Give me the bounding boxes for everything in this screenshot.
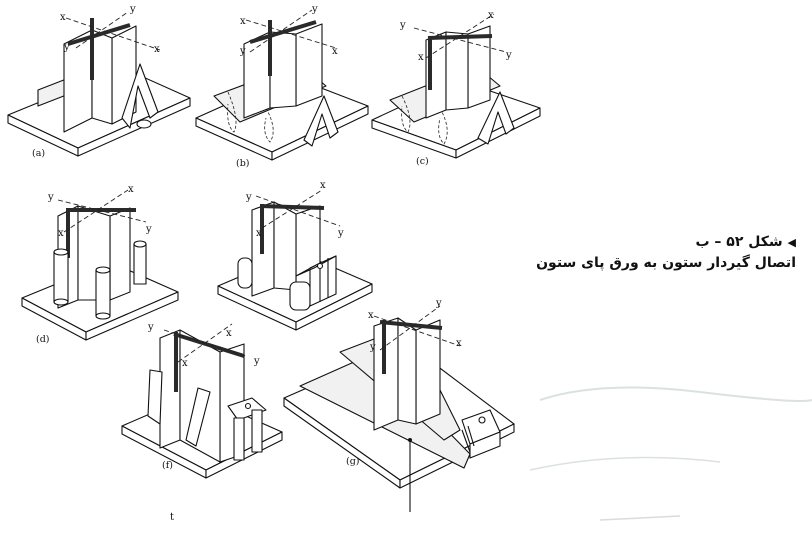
- panel-g-axis-y1: y: [435, 298, 442, 309]
- panel-b-axis-x2: x: [332, 46, 338, 57]
- panel-a-drawing: [7, 11, 191, 157]
- panel-d-axis-x2: x: [58, 228, 64, 239]
- panel-f-axis-y1: y: [147, 322, 154, 333]
- panel-c-axis-y1: y: [399, 20, 406, 31]
- panel-b-axis-y2: y: [239, 46, 246, 57]
- panel-b-axis-y1: y: [311, 4, 318, 15]
- figure-number-text: شکل ۵۲ – ب: [695, 234, 783, 250]
- panel-d-axis-x1: x: [128, 184, 134, 195]
- panel-e-axis-y1: y: [245, 192, 252, 203]
- panel-a-axis-x2: x: [154, 44, 160, 55]
- panel-g-axis-y2: y: [369, 342, 376, 353]
- panel-e-axis-x1: x: [320, 180, 326, 191]
- panel-e-axis-x2: x: [256, 228, 262, 239]
- panel-g-point: [408, 438, 412, 442]
- panel-f-drawing: [121, 323, 283, 479]
- panel-g-axis-x1: x: [368, 310, 374, 321]
- panel-c-axis-x1: x: [488, 10, 494, 21]
- panel-d-drawing: [21, 189, 179, 341]
- panel-f-axis-x2: x: [182, 358, 188, 369]
- figure-title: اتصال گیردار ستون به ورق پای ستون: [536, 255, 796, 271]
- panel-c-axis-x2: x: [418, 52, 424, 63]
- panel-a-label: (a): [32, 148, 45, 159]
- panel-a-axis-y2: y: [63, 42, 70, 53]
- panel-d-axis-y1: y: [47, 192, 54, 203]
- panel-d-label: (d): [36, 334, 50, 345]
- panel-f-axis-y2: y: [253, 356, 260, 367]
- panel-b-axis-x1: x: [240, 16, 246, 27]
- panel-g-label: (g): [346, 456, 360, 467]
- panel-c-drawing: [371, 13, 541, 159]
- panel-c-axis-y2: y: [505, 50, 512, 61]
- panel-g-axis-x2: x: [456, 338, 462, 349]
- panel-b-label: (b): [236, 158, 250, 169]
- panel-f-axis-x1: x: [226, 328, 232, 339]
- panel-e-drawing: [217, 189, 373, 331]
- scan-artifact: [529, 386, 812, 521]
- panel-d-axis-y2: y: [145, 224, 152, 235]
- panel-e-axis-y2: y: [337, 228, 344, 239]
- panel-f-label: (f): [162, 460, 173, 471]
- caption-arrow-icon: ◀: [787, 236, 796, 249]
- panel-g-drawing: [283, 305, 515, 512]
- panel-c-label: (c): [416, 156, 429, 167]
- panel-a-axis-y1: y: [129, 4, 136, 15]
- figure-caption: ◀ شکل ۵۲ – ب اتصال گیردار ستون به ورق پا…: [536, 232, 796, 273]
- figure-number: ◀ شکل ۵۲ – ب: [536, 232, 796, 253]
- stray-mark: t: [170, 512, 174, 523]
- panel-a-axis-x1: x: [60, 12, 66, 23]
- panel-b-drawing: [195, 9, 369, 161]
